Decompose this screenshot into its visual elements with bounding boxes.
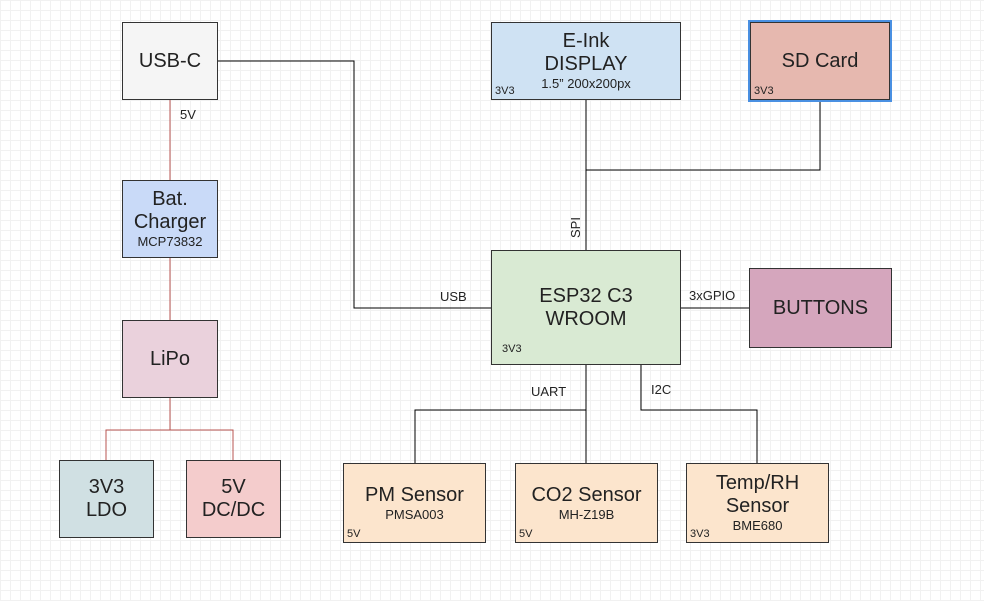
- label-5v: 5V: [180, 107, 196, 122]
- label-uart: UART: [531, 384, 567, 399]
- wire-sd-spi: [586, 100, 821, 171]
- dcdc-title-1: 5V: [221, 476, 246, 498]
- buttons-block[interactable]: BUTTONS: [749, 268, 892, 348]
- pm-title: PM Sensor: [365, 483, 464, 506]
- charger-block[interactable]: Bat. Charger MCP73832: [122, 180, 218, 258]
- label-gpio: 3xGPIO: [689, 288, 736, 303]
- lipo-block[interactable]: LiPo: [122, 320, 218, 398]
- eink-block[interactable]: E-Ink DISPLAY 1.5” 200x200px 3V3: [491, 22, 681, 100]
- eink-subtitle: 1.5” 200x200px: [541, 76, 631, 92]
- temp-voltage: 3V3: [690, 528, 710, 541]
- usbc-title: USB-C: [138, 49, 202, 72]
- temp-subtitle: BME680: [732, 518, 783, 534]
- wire-split-ldo: [105, 429, 170, 460]
- eink-voltage: 3V3: [495, 85, 515, 98]
- buttons-title: BUTTONS: [772, 296, 869, 319]
- pm-voltage: 5V: [347, 528, 361, 541]
- charger-title-2: Charger: [133, 211, 207, 234]
- ldo-title-2: LDO: [85, 499, 128, 521]
- temp-title-2: Sensor: [725, 495, 790, 518]
- wire-i2c: [640, 365, 758, 463]
- temp-sensor-block[interactable]: Temp/RH Sensor BME680 3V3: [686, 463, 829, 543]
- wire-uart-pm: [414, 409, 586, 463]
- charger-subtitle: MCP73832: [137, 234, 203, 250]
- lipo-title: LiPo: [149, 347, 191, 370]
- sd-title: SD Card: [781, 49, 859, 72]
- sd-card-block[interactable]: SD Card 3V3: [750, 22, 890, 100]
- esp-title-1: ESP32 C3: [539, 284, 633, 307]
- dcdc-title-2: DC/DC: [201, 499, 266, 521]
- sd-voltage: 3V3: [754, 85, 774, 98]
- label-usb: USB: [440, 289, 467, 304]
- co2-voltage: 5V: [519, 528, 533, 541]
- esp-voltage: 3V3: [502, 343, 522, 356]
- eink-title-1: E-Ink: [562, 30, 610, 53]
- co2-subtitle: MH-Z19B: [558, 506, 615, 522]
- wire-split-dcdc: [170, 429, 234, 460]
- wire-usb-data: [218, 60, 491, 309]
- label-spi: SPI: [568, 217, 583, 238]
- label-i2c: I2C: [651, 382, 672, 397]
- esp-title-2: WROOM: [545, 307, 627, 330]
- co2-sensor-block[interactable]: CO2 Sensor MH-Z19B 5V: [515, 463, 658, 543]
- pm-subtitle: PMSA003: [385, 506, 444, 522]
- ldo-block[interactable]: 3V3 LDO: [59, 460, 154, 538]
- usbc-block[interactable]: USB-C: [122, 22, 218, 100]
- co2-title: CO2 Sensor: [531, 483, 642, 506]
- pm-sensor-block[interactable]: PM Sensor PMSA003 5V: [343, 463, 486, 543]
- esp32-block[interactable]: ESP32 C3 WROOM 3V3: [491, 250, 681, 365]
- temp-title-1: Temp/RH: [715, 472, 800, 495]
- ldo-title-1: 3V3: [88, 476, 125, 498]
- dcdc-block[interactable]: 5V DC/DC: [186, 460, 281, 538]
- eink-title-2: DISPLAY: [544, 53, 628, 76]
- charger-title-1: Bat.: [152, 188, 188, 211]
